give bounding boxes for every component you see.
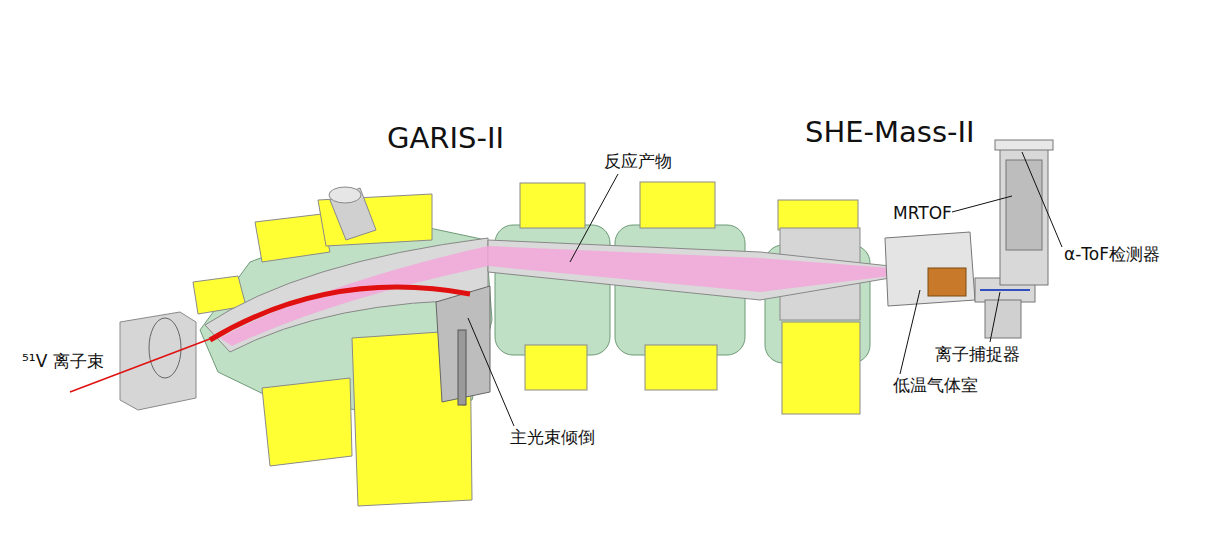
part-label: α-ToF检测器 — [1064, 245, 1160, 265]
part-label: SHE-Mass-II — [805, 116, 975, 149]
part-label: ⁵¹V 离子束 — [22, 352, 104, 372]
part-label: 主光束倾倒 — [510, 428, 595, 448]
part-label: 离子捕捉器 — [935, 345, 1020, 365]
part-label: 反应产物 — [604, 152, 672, 172]
part-label: MRTOF — [893, 204, 952, 224]
part-label: 低温气体室 — [893, 376, 978, 396]
part-label: GARIS-II — [387, 122, 504, 155]
